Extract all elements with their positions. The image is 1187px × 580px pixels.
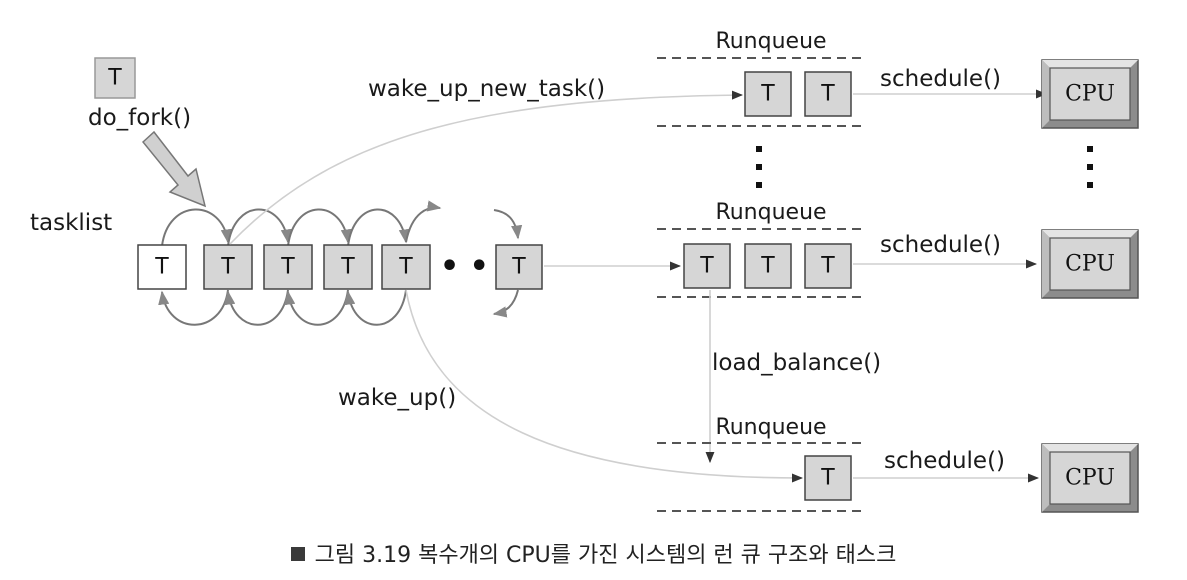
svg-text:T: T bbox=[340, 255, 355, 280]
svg-text:Runqueue: Runqueue bbox=[715, 415, 826, 440]
cpu-1: CPU bbox=[1041, 59, 1139, 129]
cpu-2: CPU bbox=[1041, 229, 1139, 299]
runqueue-2: Runqueue T T T bbox=[657, 200, 866, 298]
svg-text:T: T bbox=[820, 82, 835, 107]
wake-up-curve bbox=[405, 289, 804, 483]
svg-text:CPU: CPU bbox=[1065, 252, 1115, 277]
svg-text:T: T bbox=[398, 255, 413, 280]
figure-caption: 그림 3.19 복수개의 CPU를 가진 시스템의 런 큐 구조와 태스크 bbox=[0, 537, 1187, 569]
tasklist-task-5: T bbox=[381, 244, 431, 290]
schedule-label-2: schedule() bbox=[880, 232, 1001, 258]
tasklist-task-1: T bbox=[137, 244, 187, 290]
wake-up-new-task-label: wake_up_new_task() bbox=[368, 76, 605, 102]
svg-text:T: T bbox=[699, 254, 714, 279]
load-balance-label: load_balance() bbox=[712, 350, 881, 376]
cpu-3: CPU bbox=[1041, 443, 1139, 513]
caption-bullet-icon bbox=[290, 547, 305, 561]
schedule-label-3: schedule() bbox=[884, 448, 1005, 474]
caption-text: 그림 3.19 복수개의 CPU를 가진 시스템의 런 큐 구조와 태스크 bbox=[314, 543, 897, 568]
svg-text:T: T bbox=[511, 255, 526, 280]
fork-arrow bbox=[141, 130, 207, 208]
cpu-ellipsis bbox=[1087, 146, 1093, 188]
tasklist-task-4: T bbox=[323, 244, 373, 290]
svg-text:T: T bbox=[107, 66, 122, 91]
svg-text:CPU: CPU bbox=[1065, 82, 1115, 107]
tasklist-task-2: T bbox=[203, 244, 253, 290]
wake-up-new-task-curve bbox=[229, 90, 744, 245]
runqueue-3: Runqueue T bbox=[657, 415, 866, 512]
svg-text:T: T bbox=[820, 466, 835, 491]
svg-text:T: T bbox=[760, 82, 775, 107]
tasklist-task-last: T bbox=[495, 244, 543, 290]
svg-text:T: T bbox=[280, 255, 295, 280]
svg-text:Runqueue: Runqueue bbox=[715, 29, 826, 54]
svg-text:T: T bbox=[220, 255, 235, 280]
svg-text:Runqueue: Runqueue bbox=[715, 200, 826, 225]
svg-text:T: T bbox=[154, 255, 169, 280]
tasklist-label: tasklist bbox=[30, 210, 112, 236]
tasklist-links bbox=[158, 200, 523, 326]
do-fork-label: do_fork() bbox=[88, 105, 191, 131]
tasklist-task-3: T bbox=[263, 244, 313, 290]
new-task: T bbox=[94, 57, 136, 99]
svg-text:CPU: CPU bbox=[1065, 466, 1115, 491]
svg-text:T: T bbox=[820, 254, 835, 279]
runqueue-1: Runqueue T T bbox=[657, 29, 866, 127]
wake-up-label: wake_up() bbox=[338, 385, 456, 411]
svg-text:T: T bbox=[760, 254, 775, 279]
schedule-label-1: schedule() bbox=[880, 66, 1001, 92]
runqueue-ellipsis bbox=[756, 146, 762, 188]
